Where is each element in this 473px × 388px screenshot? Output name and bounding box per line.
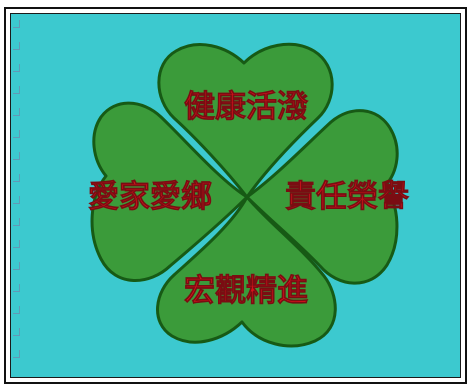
paragraph-mark-icon — [13, 152, 20, 160]
paragraph-mark-icon — [13, 218, 20, 226]
paragraph-mark-icon — [13, 284, 20, 292]
paragraph-mark-icon — [13, 64, 20, 72]
paragraph-mark-icon — [13, 196, 20, 204]
paragraph-mark-icon — [13, 42, 20, 50]
leaf-top-label: 健康活潑 — [184, 89, 309, 125]
leaf-right — [245, 109, 399, 285]
leaf-bottom-label: 宏觀精進 — [184, 273, 308, 309]
paragraph-mark-icon — [13, 108, 20, 116]
paragraph-mark-icon — [13, 240, 20, 248]
leaf-left-label: 愛家愛鄉 — [88, 179, 212, 215]
paragraph-mark-icon — [13, 174, 20, 182]
leaf-left — [90, 101, 249, 282]
paragraph-mark-icon — [13, 20, 20, 28]
paragraph-markers — [13, 20, 23, 370]
paragraph-mark-icon — [13, 130, 20, 138]
leaf-top — [157, 42, 334, 199]
leaf-right-label: 責任榮譽 — [285, 179, 409, 215]
paragraph-mark-icon — [13, 306, 20, 314]
paragraph-mark-icon — [13, 262, 20, 270]
paragraph-mark-icon — [13, 328, 20, 336]
paragraph-mark-icon — [13, 86, 20, 94]
leaf-bottom — [156, 195, 337, 348]
paragraph-mark-icon — [13, 350, 20, 358]
